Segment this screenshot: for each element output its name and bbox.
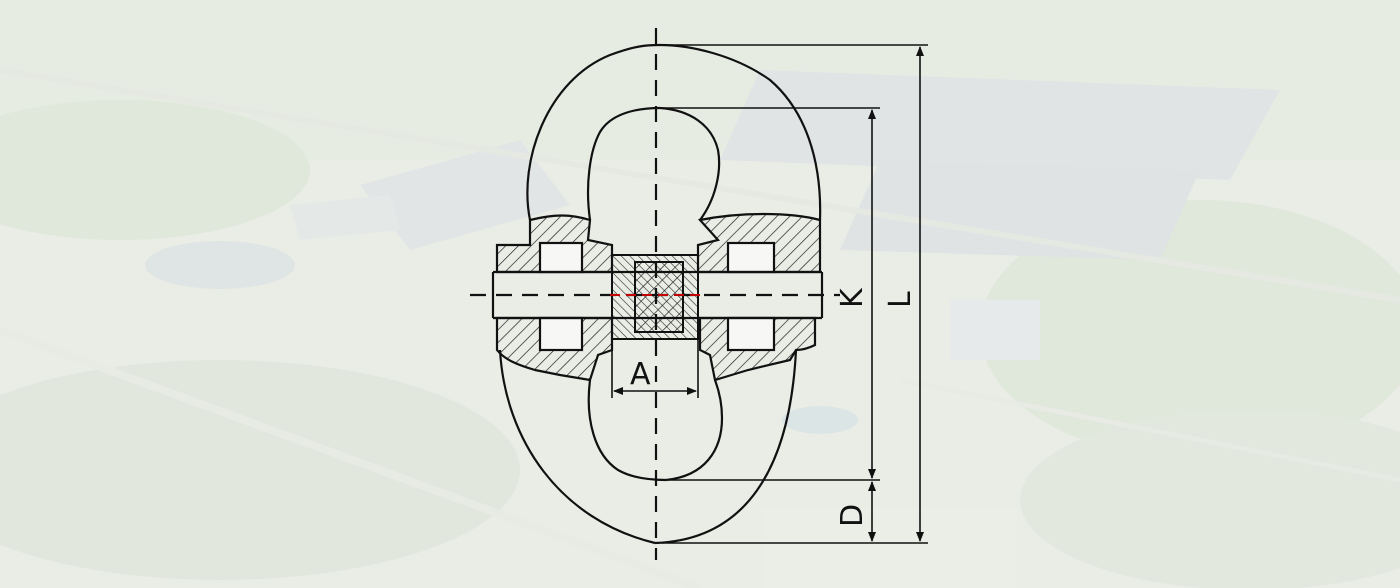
- dimension-a-label: A: [630, 357, 651, 392]
- link-outer-contour: [498, 43, 822, 545]
- center-lines: [470, 28, 840, 560]
- right-section-block: [696, 212, 822, 382]
- left-section-block: [495, 214, 614, 382]
- dimension-l: [662, 44, 928, 544]
- dimension-l-label: L: [883, 291, 918, 308]
- dimension-d-label: D: [835, 504, 870, 527]
- dimension-k: [660, 107, 880, 481]
- dimension-a: [611, 340, 699, 398]
- dimension-k-label: K: [835, 287, 870, 308]
- link-inner-eyes: [586, 106, 724, 482]
- threaded-nut: [611, 254, 699, 340]
